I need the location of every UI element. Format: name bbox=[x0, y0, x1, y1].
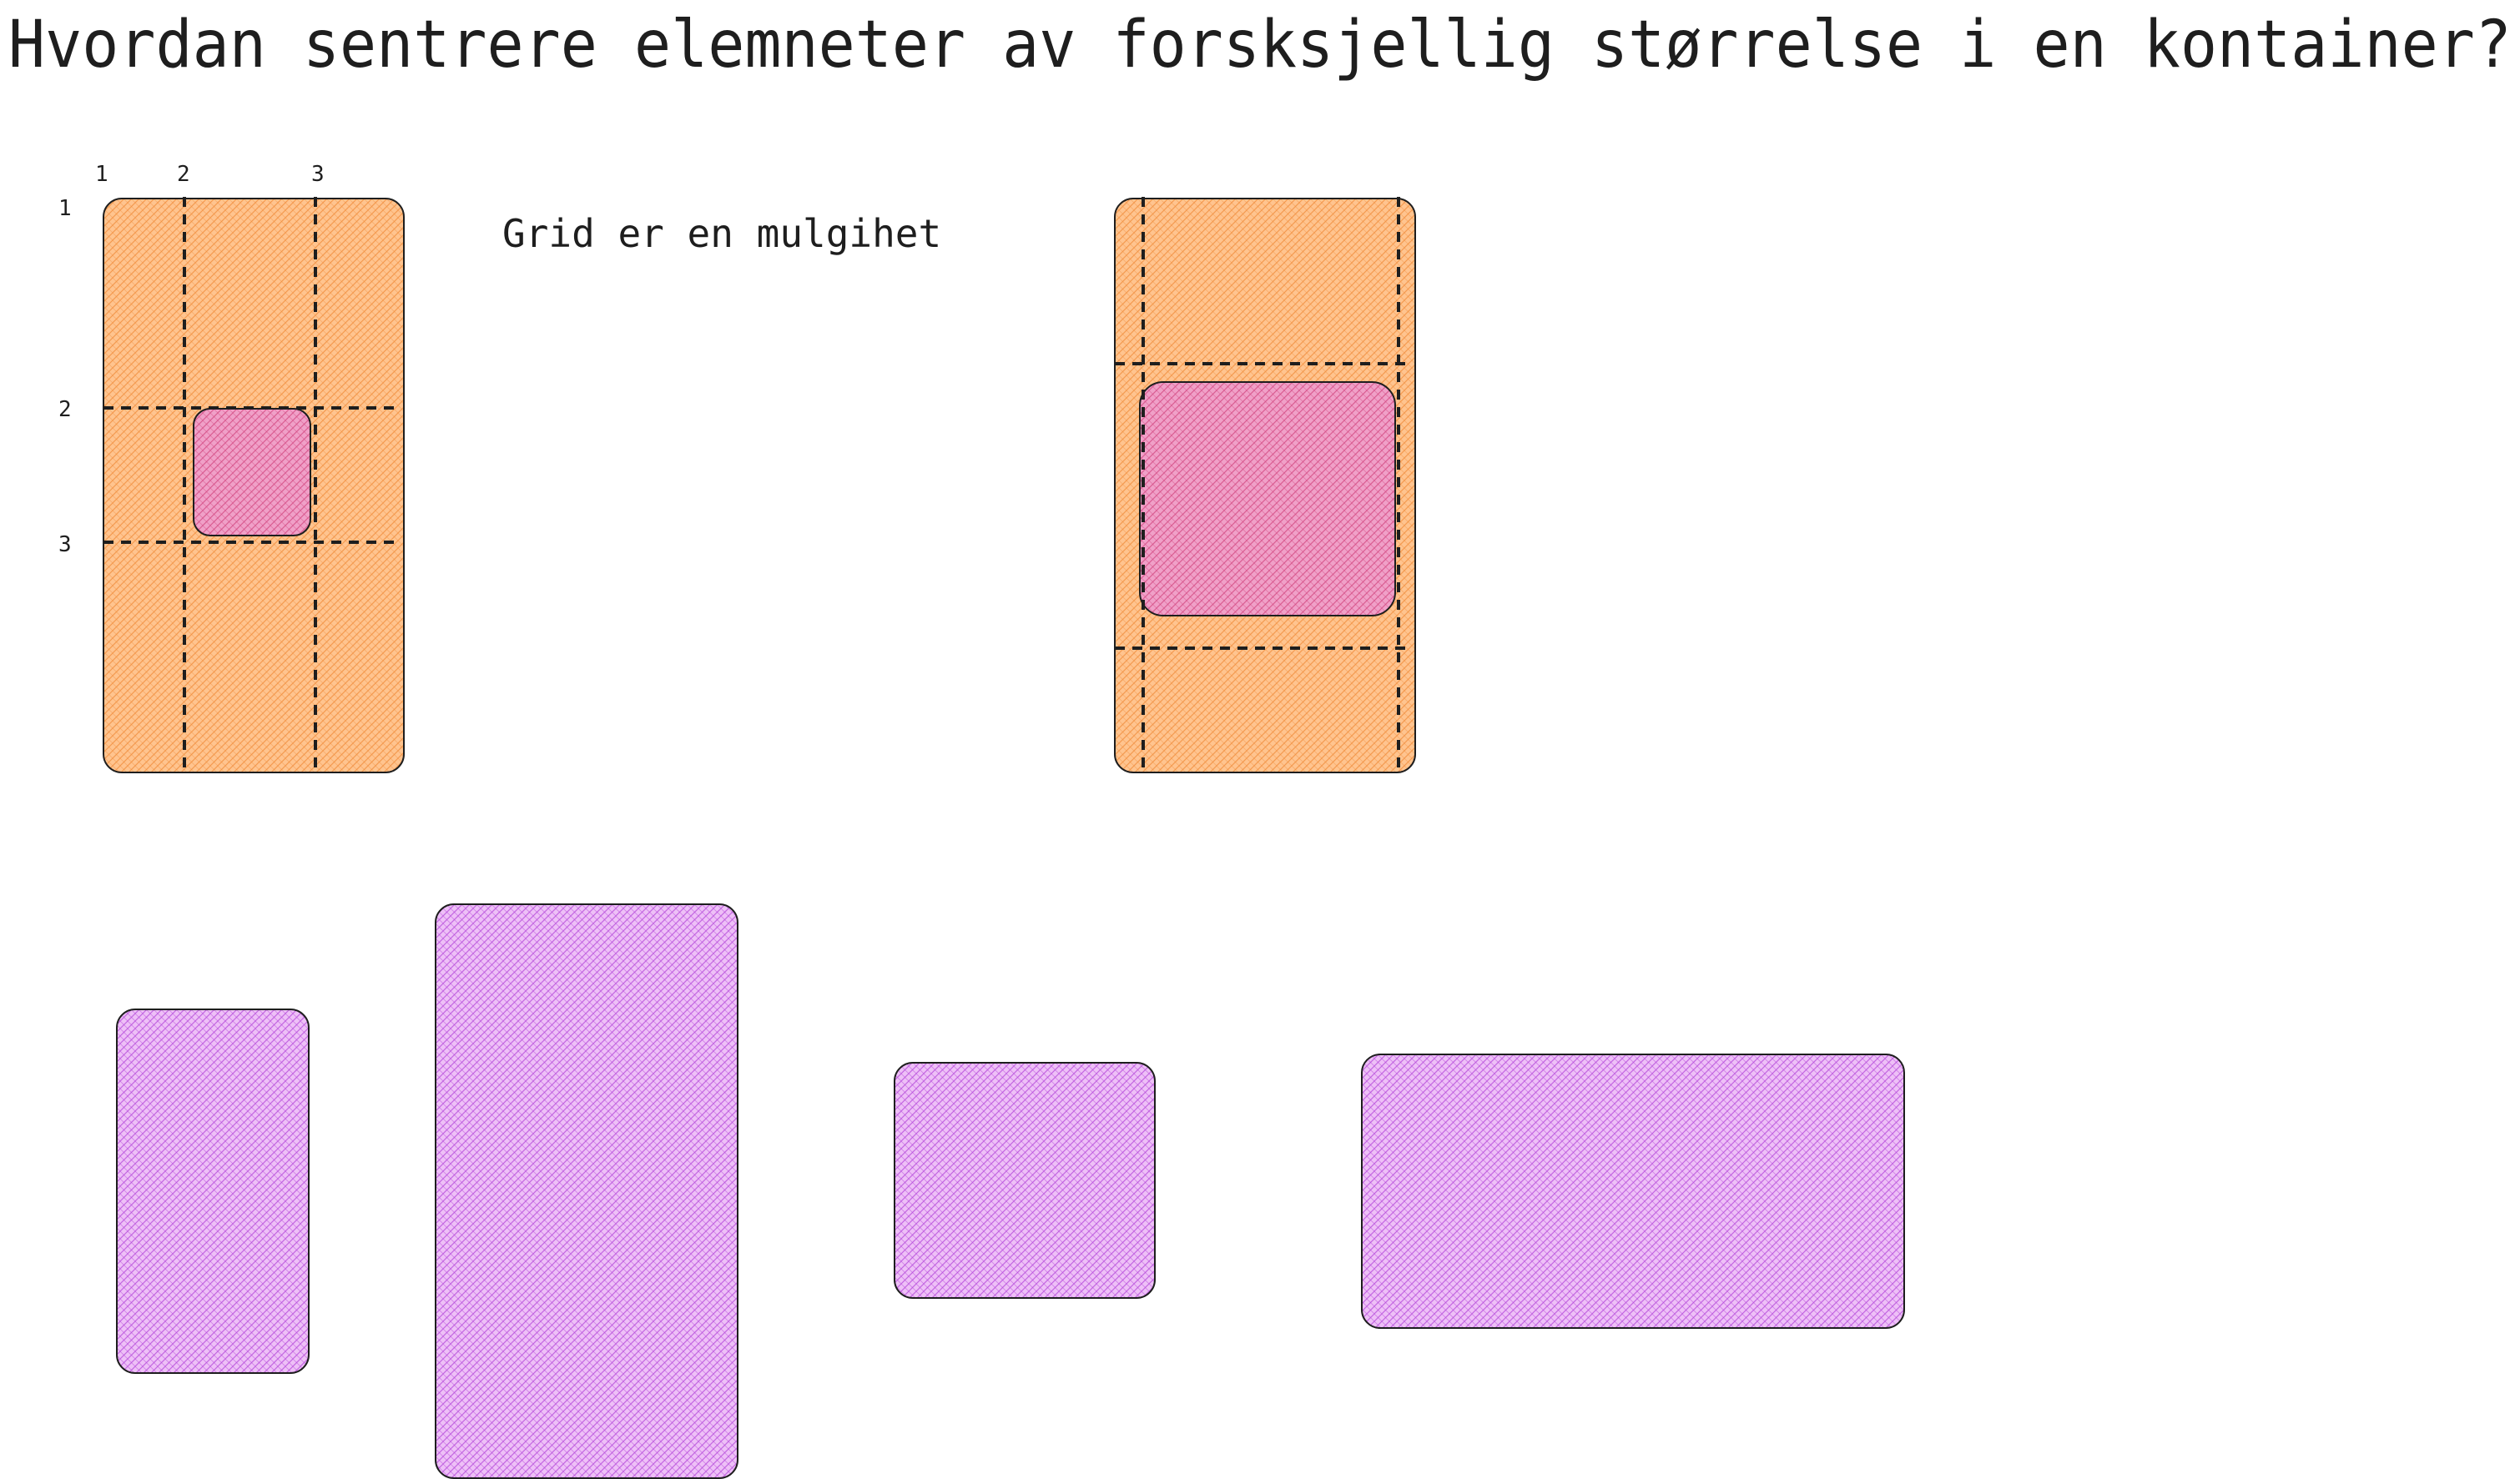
element-medium bbox=[894, 1062, 1156, 1299]
element-tall-large bbox=[435, 903, 738, 1479]
centered-item-right bbox=[1139, 381, 1396, 616]
grid-row-label-3: 3 bbox=[58, 532, 72, 557]
element-tall-narrow bbox=[116, 1009, 310, 1374]
grid-row-label-2: 2 bbox=[58, 397, 72, 422]
page-title: Hvordan sentrere elemneter av forsksjell… bbox=[8, 8, 2512, 83]
grid-column-label-3: 3 bbox=[311, 162, 325, 187]
centered-item-left bbox=[193, 408, 311, 536]
grid-row-label-1: 1 bbox=[58, 196, 72, 221]
grid-column-label-2: 2 bbox=[177, 162, 190, 187]
grid-example-left: 1 2 3 1 2 3 bbox=[58, 162, 405, 773]
grid-example-right bbox=[1114, 197, 1416, 773]
grid-column-label-1: 1 bbox=[95, 162, 108, 187]
element-wide bbox=[1361, 1054, 1905, 1329]
grid-note: Grid er en mulgihet bbox=[502, 211, 941, 256]
elements-of-different-sizes bbox=[116, 903, 1905, 1479]
